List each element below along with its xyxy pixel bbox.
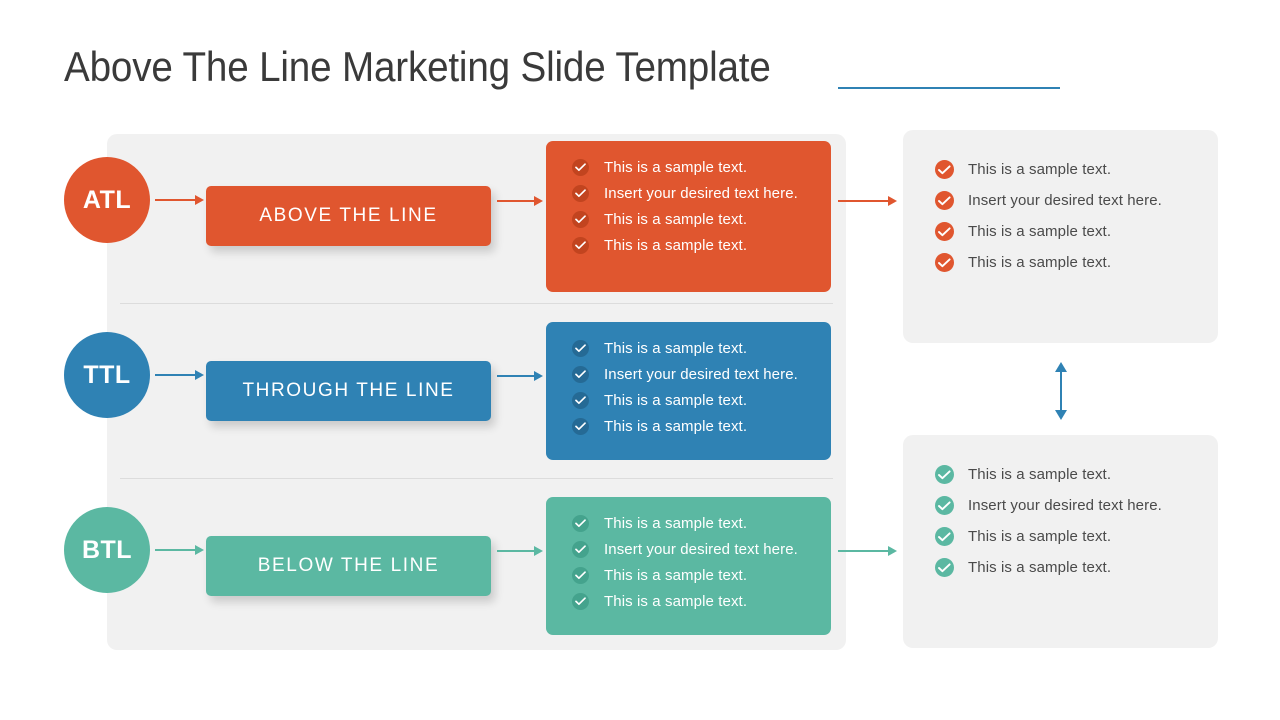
vertical-double-arrow-icon (1052, 362, 1070, 420)
check-icon (572, 515, 589, 532)
label-box-text: THROUGH THE LINE (242, 380, 455, 401)
list-item-label: This is a sample text. (604, 211, 748, 228)
badge-label: BTL (81, 535, 133, 564)
bullet-card-btl: This is a sample text. Insert your desir… (546, 497, 831, 635)
check-icon (572, 185, 589, 202)
check-icon (572, 392, 589, 409)
check-icon (572, 237, 589, 254)
arrow-label-to-card-btl (497, 546, 543, 556)
label-box-ttl[interactable]: THROUGH THE LINE (206, 361, 491, 421)
list-item: This is a sample text. (546, 515, 831, 532)
row-divider (120, 478, 833, 479)
list-item: This is a sample text. (546, 593, 831, 610)
list-item: This is a sample text. (546, 392, 831, 409)
badge-circle-btl[interactable]: BTL (64, 507, 150, 593)
check-icon (935, 160, 954, 179)
check-icon (935, 496, 954, 515)
list-item-label: This is a sample text. (604, 418, 748, 435)
row-divider (120, 303, 833, 304)
check-icon (572, 418, 589, 435)
list-item: This is a sample text. (935, 160, 1218, 179)
list-item-label: This is a sample text. (968, 161, 1112, 178)
list-item-label: This is a sample text. (604, 340, 748, 357)
list-item-label: Insert your desired text here. (604, 366, 798, 383)
check-icon (935, 222, 954, 241)
arrow-card-to-panel-btl (838, 546, 897, 556)
list-item-label: This is a sample text. (968, 528, 1112, 545)
list-item: Insert your desired text here. (546, 541, 831, 558)
list-item: This is a sample text. (546, 159, 831, 176)
list-item: This is a sample text. (935, 465, 1218, 484)
list-item-label: Insert your desired text here. (968, 497, 1162, 514)
list-item: Insert your desired text here. (546, 366, 831, 383)
list-item-label: This is a sample text. (604, 567, 748, 584)
side-panel-bottom: This is a sample text. Insert your desir… (903, 435, 1218, 648)
check-icon (572, 211, 589, 228)
side-panel-top: This is a sample text. Insert your desir… (903, 130, 1218, 343)
list-item: This is a sample text. (935, 558, 1218, 577)
list-item: Insert your desired text here. (546, 185, 831, 202)
list-item-label: This is a sample text. (604, 593, 748, 610)
bullet-card-ttl: This is a sample text. Insert your desir… (546, 322, 831, 460)
check-icon (572, 340, 589, 357)
list-item: This is a sample text. (935, 527, 1218, 546)
label-box-atl[interactable]: ABOVE THE LINE (206, 186, 491, 246)
list-item: This is a sample text. (935, 253, 1218, 272)
check-icon (935, 253, 954, 272)
check-icon (935, 191, 954, 210)
bullet-card-atl: This is a sample text. Insert your desir… (546, 141, 831, 292)
arrow-badge-to-label-atl (155, 195, 204, 205)
badge-label: ATL (82, 185, 132, 214)
check-icon (935, 465, 954, 484)
list-item: This is a sample text. (546, 418, 831, 435)
connector-line-ttl (838, 87, 1060, 89)
label-box-btl[interactable]: BELOW THE LINE (206, 536, 491, 596)
badge-circle-ttl[interactable]: TTL (64, 332, 150, 418)
arrow-label-to-card-atl (497, 196, 543, 206)
list-item-label: Insert your desired text here. (968, 192, 1162, 209)
arrow-badge-to-label-btl (155, 545, 204, 555)
list-item: This is a sample text. (546, 237, 831, 254)
list-item-label: This is a sample text. (604, 159, 748, 176)
list-item: This is a sample text. (546, 340, 831, 357)
list-item-label: This is a sample text. (604, 515, 748, 532)
arrow-badge-to-label-ttl (155, 370, 204, 380)
check-icon (935, 527, 954, 546)
list-item-label: This is a sample text. (604, 392, 748, 409)
list-item: Insert your desired text here. (935, 191, 1218, 210)
list-item-label: This is a sample text. (968, 559, 1112, 576)
check-icon (572, 593, 589, 610)
list-item-label: This is a sample text. (968, 223, 1112, 240)
page-title: Above The Line Marketing Slide Template (64, 43, 771, 90)
list-item-label: This is a sample text. (968, 466, 1112, 483)
flow-row-ttl: TTL (0, 303, 1280, 478)
list-item: This is a sample text. (546, 567, 831, 584)
list-item: This is a sample text. (546, 211, 831, 228)
label-box-text: BELOW THE LINE (257, 555, 440, 576)
badge-label: TTL (83, 360, 131, 389)
check-icon (935, 558, 954, 577)
list-item-label: Insert your desired text here. (604, 185, 798, 202)
list-item-label: Insert your desired text here. (604, 541, 798, 558)
list-item: Insert your desired text here. (935, 496, 1218, 515)
list-item: This is a sample text. (935, 222, 1218, 241)
flow-row-atl: ATL (0, 128, 1280, 303)
check-icon (572, 366, 589, 383)
flow-row-btl: BTL (0, 478, 1280, 653)
label-box-text: ABOVE THE LINE (259, 205, 438, 226)
check-icon (572, 541, 589, 558)
list-item-label: This is a sample text. (968, 254, 1112, 271)
list-item-label: This is a sample text. (604, 237, 748, 254)
badge-circle-atl[interactable]: ATL (64, 157, 150, 243)
check-icon (572, 567, 589, 584)
arrow-label-to-card-ttl (497, 371, 543, 381)
arrow-card-to-panel-atl (838, 196, 897, 206)
check-icon (572, 159, 589, 176)
